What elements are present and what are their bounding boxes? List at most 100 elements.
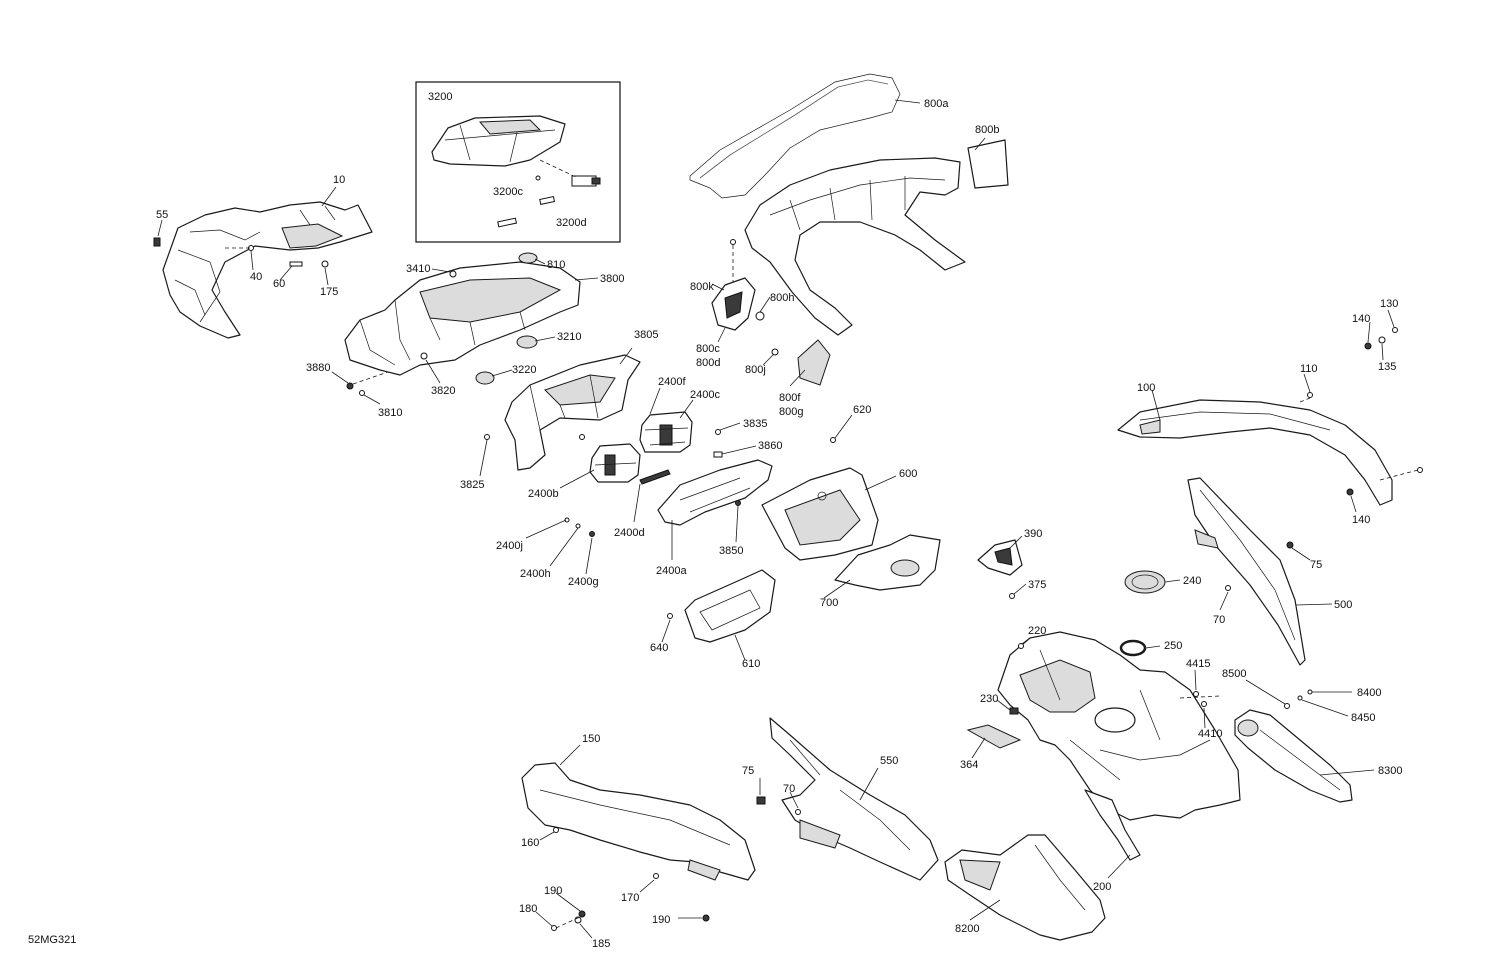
callout-500: 500 — [1334, 599, 1352, 611]
part-4415-screw — [1193, 691, 1199, 697]
drawing-code: 52MG321 — [28, 934, 77, 946]
part-100-side-panel — [1117, 399, 1393, 506]
callout-2400b: 2400b — [528, 488, 559, 500]
callout-3220: 3220 — [512, 364, 536, 376]
callout-2400a: 2400a — [656, 565, 687, 577]
part-3820-screw — [420, 352, 428, 360]
callout-220: 220 — [1028, 625, 1046, 637]
part-3800-storage-tub — [344, 261, 581, 376]
callout-8200: 8200 — [955, 923, 979, 935]
part-3880-nut — [346, 382, 354, 390]
part-110-screw — [1307, 392, 1313, 398]
callout-2400j: 2400j — [496, 540, 523, 552]
part-3220-bumper — [475, 371, 495, 385]
part-800k-screw — [730, 239, 736, 245]
callout-3810: 3810 — [378, 407, 402, 419]
callout-390: 390 — [1024, 528, 1042, 540]
part-8500-screw — [1284, 703, 1290, 709]
part-170-screw — [653, 873, 659, 879]
callout-3850: 3850 — [719, 545, 743, 557]
part-800k-gauge — [711, 277, 756, 331]
callout-3800: 3800 — [600, 273, 624, 285]
callout-800h: 800h — [770, 292, 794, 304]
callout-250: 250 — [1164, 640, 1182, 652]
callout-160: 160 — [521, 837, 539, 849]
part-3860-clip — [713, 451, 723, 458]
callout-2400g: 2400g — [568, 576, 599, 588]
part-3850-nut — [735, 500, 741, 506]
callout-110: 110 — [1300, 363, 1318, 375]
callout-175: 175 — [320, 286, 338, 298]
part-130-screw — [1392, 327, 1398, 333]
callout-800d: 800d — [696, 357, 720, 369]
part-550-side-panel — [769, 717, 939, 881]
part-180-screw — [551, 925, 557, 931]
part-200-leaders — [971, 579, 1221, 879]
part-3805-bracket — [504, 354, 641, 471]
callout-4410: 4410 — [1198, 728, 1222, 740]
part-8200-leader — [969, 899, 1001, 921]
part-2400c-module — [639, 411, 693, 453]
callout-8450: 8450 — [1351, 712, 1375, 724]
part-75-clip-left — [756, 796, 766, 805]
part-800-leaders — [711, 99, 986, 387]
part-620-screw — [830, 437, 836, 443]
part-700-lower-panel — [834, 534, 941, 591]
callout-800j: 800j — [745, 364, 766, 376]
part-135-washer — [1378, 336, 1386, 344]
callout-200: 200 — [1093, 881, 1111, 893]
callout-150: 150 — [582, 733, 600, 745]
callout-75-right: 75 — [1310, 559, 1322, 571]
callout-3410: 3410 — [406, 263, 430, 275]
callout-140-lower: 140 — [1352, 514, 1370, 526]
callout-10: 10 — [333, 174, 345, 186]
callout-364: 364 — [960, 759, 978, 771]
callout-640: 640 — [650, 642, 668, 654]
part-375-screw — [1009, 593, 1015, 599]
part-8200-rear-panel — [944, 834, 1106, 941]
part-10-leaders — [157, 186, 337, 286]
callout-810: 810 — [547, 259, 565, 271]
part-800b-upper-dash — [744, 139, 1009, 336]
part-220-screw — [1018, 643, 1024, 649]
part-2400h-washer — [575, 523, 581, 529]
part-140-nut-lower — [1346, 488, 1354, 496]
callout-8300: 8300 — [1378, 765, 1402, 777]
part-610-frame — [684, 569, 776, 643]
part-2400-leaders — [479, 347, 757, 575]
part-70-screw-left — [795, 809, 801, 815]
part-600-leaders — [661, 414, 1027, 661]
part-3800-leaders — [331, 258, 599, 405]
part-10-front-fairing — [162, 201, 373, 339]
part-3200-latch — [497, 159, 601, 228]
callout-620: 620 — [853, 404, 871, 416]
part-2400b-module — [589, 443, 641, 483]
part-140-screw-lower — [1417, 467, 1423, 473]
callout-170: 170 — [621, 892, 639, 904]
callout-800b: 800b — [975, 124, 999, 136]
callout-labels: 10 55 40 60 175 3200 3200c 3200d 3410 81… — [156, 91, 1402, 950]
part-364-strip — [966, 724, 1022, 749]
part-8300-leaders — [1245, 679, 1375, 776]
callout-3860: 3860 — [758, 440, 782, 452]
part-8450-washer — [1297, 695, 1303, 701]
part-4410-screw — [1201, 701, 1207, 707]
callout-240: 240 — [1183, 575, 1201, 587]
callout-800a: 800a — [924, 98, 949, 110]
part-800f-lens — [797, 339, 831, 386]
part-150-side-fairing — [521, 762, 756, 881]
callout-2400d: 2400d — [614, 527, 645, 539]
part-8300-rear-rail — [1234, 709, 1353, 803]
callout-3835: 3835 — [743, 418, 767, 430]
callout-3200: 3200 — [428, 91, 452, 103]
callout-600: 600 — [899, 468, 917, 480]
part-240-ring-inner — [1131, 574, 1159, 590]
callout-70-right: 70 — [1213, 614, 1225, 626]
part-200-center-body — [997, 631, 1241, 861]
part-right-leaders — [1151, 309, 1419, 611]
part-60-fastener — [289, 261, 303, 267]
callout-3825: 3825 — [460, 479, 484, 491]
callout-135: 135 — [1378, 361, 1396, 373]
part-150-leaders — [535, 744, 702, 939]
part-800a-windshield — [689, 73, 901, 199]
